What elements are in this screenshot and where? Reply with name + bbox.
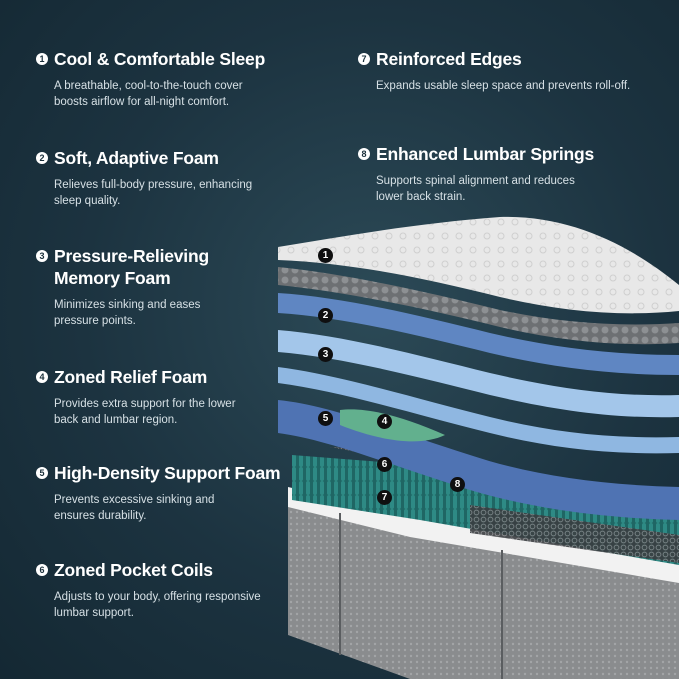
- base-mattress-side: [288, 495, 679, 679]
- feature-desc: Relieves full-body pressure, enhancing s…: [54, 179, 253, 207]
- feature-number: 7: [358, 53, 370, 65]
- layer-zoned-relief: [340, 409, 445, 442]
- layer-badge-6: 6: [377, 457, 392, 472]
- layer-badge-3: 3: [318, 347, 333, 362]
- feature-title: Enhanced Lumbar Springs: [376, 144, 595, 164]
- feature-title: Cool & Comfortable Sleep: [54, 49, 266, 69]
- feature-title: Zoned Pocket Coils: [54, 560, 213, 580]
- feature-4: 4 Zoned Relief Foam Provides extra suppor…: [36, 366, 249, 428]
- feature-desc: Provides extra support for the lower bac…: [54, 398, 236, 426]
- feature-desc: Prevents excessive sinking and ensures d…: [54, 494, 215, 522]
- layer-adaptive-foam: [278, 293, 679, 375]
- layer-light-foam-lower: [278, 367, 679, 454]
- feature-number: 8: [358, 148, 370, 160]
- feature-1: 1 Cool & Comfortable Sleep A breathable, …: [36, 48, 269, 110]
- feature-5: 5 High-Density Support Foam Prevents exce…: [36, 462, 281, 524]
- mattress-illustration: [278, 216, 679, 679]
- feature-number: 2: [36, 152, 48, 164]
- feature-desc: Supports spinal alignment and reduces lo…: [376, 175, 575, 203]
- feature-6: 6 Zoned Pocket Coils Adjusts to your body…: [36, 559, 274, 621]
- feature-desc: Expands usable sleep space and prevents …: [376, 80, 631, 92]
- layer-cooling-cover: [278, 216, 679, 314]
- layer-egg-crate-foam: [278, 267, 679, 345]
- layer-memory-foam: [278, 330, 679, 418]
- feature-number: 4: [36, 371, 48, 383]
- layer-badge-1: 1: [318, 248, 333, 263]
- feature-title: Zoned Relief Foam: [54, 367, 208, 387]
- feature-number: 5: [36, 467, 48, 479]
- feature-8: 8 Enhanced Lumbar Springs Supports spinal…: [358, 143, 594, 205]
- feature-title: Pressure-Relieving Memory Foam: [54, 246, 209, 288]
- feature-number: 3: [36, 250, 48, 262]
- feature-7: 7 Reinforced Edges Expands usable sleep s…: [358, 48, 656, 94]
- feature-number: 6: [36, 564, 48, 576]
- layer-badge-2: 2: [318, 308, 333, 323]
- layer-badge-5: 5: [318, 411, 333, 426]
- feature-2: 2 Soft, Adaptive Foam Relieves full-body …: [36, 147, 259, 209]
- feature-number: 1: [36, 53, 48, 65]
- layer-badge-7: 7: [377, 490, 392, 505]
- feature-desc: A breathable, cool-to-the-touch cover bo…: [54, 80, 243, 108]
- layer-badge-4: 4: [377, 414, 392, 429]
- feature-desc: Minimizes sinking and eases pressure poi…: [54, 299, 201, 327]
- feature-3: 3 Pressure-Relieving Memory Foam Minimize…: [36, 245, 224, 329]
- feature-desc: Adjusts to your body, offering responsiv…: [54, 591, 261, 619]
- feature-title: Soft, Adaptive Foam: [54, 148, 219, 168]
- feature-title: Reinforced Edges: [376, 49, 522, 69]
- layer-badge-8: 8: [450, 477, 465, 492]
- feature-title: High-Density Support Foam: [54, 463, 281, 483]
